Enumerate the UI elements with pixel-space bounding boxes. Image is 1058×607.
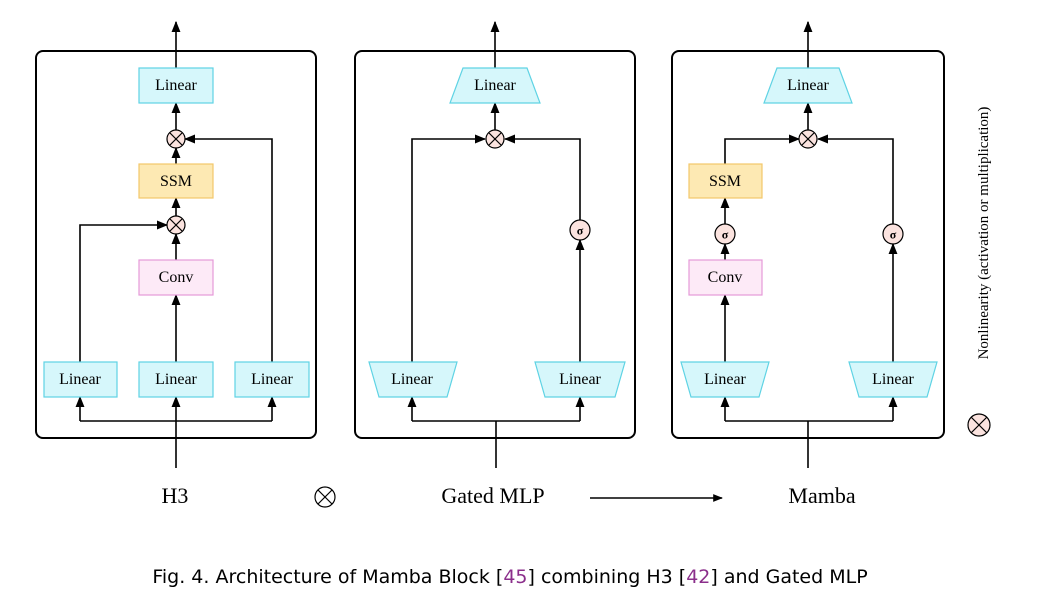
h3-conv-label: Conv <box>159 269 194 286</box>
gated-mlp-output-linear-box <box>449 67 541 104</box>
h3-input-linear-mid-label: Linear <box>155 371 197 388</box>
caption-ref-45[interactable]: 45 <box>503 566 527 588</box>
caption-ref-42[interactable]: 42 <box>686 566 710 588</box>
mamba-output-linear-label: Linear <box>787 77 829 94</box>
mamba-input-linear-right-label: Linear <box>872 371 914 388</box>
caption-suffix: ] and Gated MLP <box>710 566 867 588</box>
h3-input-linear-mid-box <box>138 361 214 398</box>
gated-mlp-sigma-icon: σ <box>569 219 591 241</box>
mamba-multiply-icon <box>798 129 818 149</box>
figure-caption: Fig. 4. Architecture of Mamba Block [45]… <box>152 566 867 588</box>
caption-prefix: Fig. 4. Architecture of Mamba Block [ <box>152 566 503 588</box>
gated-mlp-block: Linear σ Linear Linear <box>354 20 636 468</box>
h3-input-wires <box>75 20 277 468</box>
mamba-sigma-right-icon: σ <box>882 223 904 245</box>
mamba-block-label: Mamba <box>788 483 855 508</box>
gated-mlp-sigma-label: σ <box>577 224 584 238</box>
h3-block-label: H3 <box>162 483 189 508</box>
legend-text: Nonlinearity (activation or multiplicati… <box>976 107 992 360</box>
mamba-conv-label: Conv <box>708 269 743 286</box>
gated-mlp-input-linear-right-box <box>534 361 626 398</box>
mamba-block: Linear SSM σ Conv σ Linear Linear <box>671 20 945 468</box>
mamba-input-linear-left-label: Linear <box>704 371 746 388</box>
mamba-input-linear-right-box <box>848 361 938 398</box>
h3-input-linear-right-label: Linear <box>251 371 293 388</box>
gated-mlp-input-linear-left-box <box>368 361 458 398</box>
combine-multiply-icon <box>314 486 336 508</box>
mamba-conv-box <box>688 259 763 296</box>
h3-input-linear-left-box <box>43 361 118 398</box>
mamba-sigma-left-icon: σ <box>714 223 736 245</box>
gated-mlp-wires <box>407 20 585 468</box>
mamba-wires <box>720 20 898 468</box>
h3-input-linear-left-label: Linear <box>59 371 101 388</box>
h3-multiply-mid-icon <box>166 215 186 235</box>
mamba-ssm-box <box>688 163 763 199</box>
gated-mlp-input-linear-left-label: Linear <box>391 371 433 388</box>
h3-block: Linear SSM Conv Linear Linear Linear <box>35 20 317 468</box>
gated-mlp-multiply-icon <box>485 129 505 149</box>
mamba-output-linear-box <box>763 67 853 104</box>
mamba-sigma-right-label: σ <box>890 228 897 242</box>
h3-output-linear-label: Linear <box>155 77 197 94</box>
legend-multiply-icon <box>967 413 991 437</box>
mamba-ssm-label: SSM <box>709 173 741 190</box>
gated-mlp-input-linear-right-label: Linear <box>559 371 601 388</box>
gated-mlp-block-label: Gated MLP <box>441 483 544 508</box>
h3-ssm-box <box>138 163 214 199</box>
h3-conv-box <box>138 259 214 296</box>
h3-multiply-top-icon <box>166 129 186 149</box>
h3-ssm-label: SSM <box>160 173 192 190</box>
mamba-input-linear-left-box <box>680 361 770 398</box>
h3-input-linear-right-box <box>234 361 310 398</box>
caption-middle: ] combining H3 [ <box>528 566 687 588</box>
h3-output-linear-box <box>138 67 214 104</box>
mamba-sigma-left-label: σ <box>722 228 729 242</box>
gated-mlp-output-linear-label: Linear <box>474 77 516 94</box>
